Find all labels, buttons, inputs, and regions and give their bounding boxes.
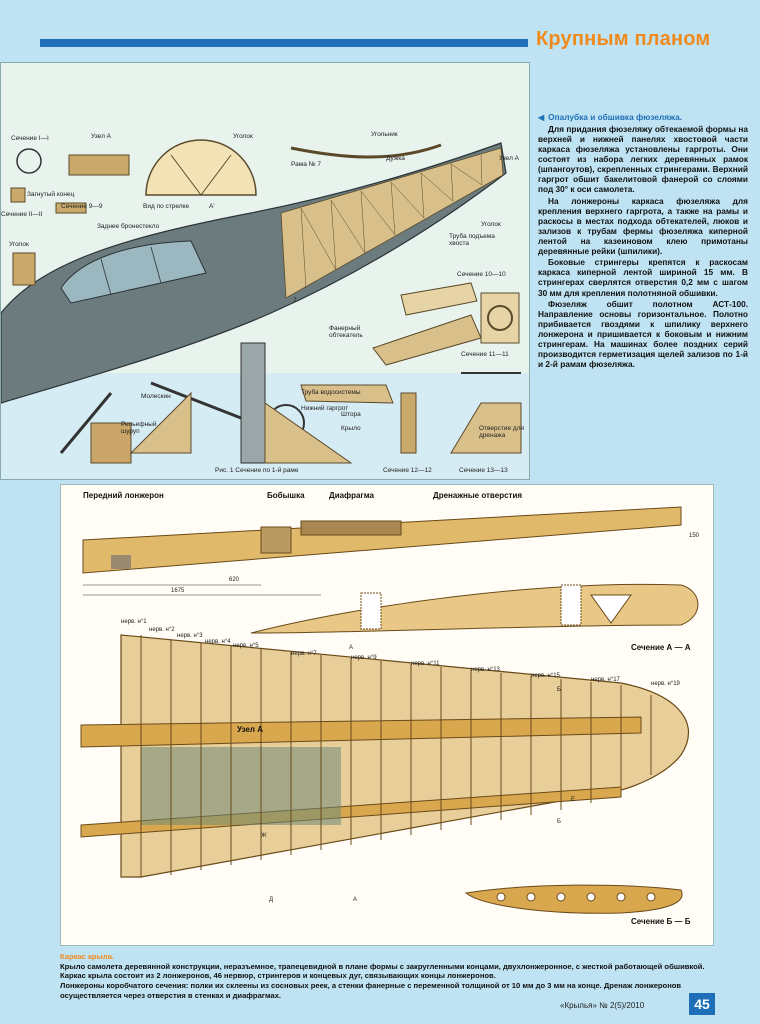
triangle-bullet-icon: ◀	[538, 113, 545, 122]
label-node-a1: Узел А	[91, 133, 112, 140]
label-section-bb: Сечение Б — Б	[631, 917, 691, 926]
letter-d: Д	[269, 897, 274, 903]
section-title-line: ◀Опалубка и обшивка фюзеляжа.	[538, 112, 748, 123]
label-plywood: Фанерный обтекатель	[329, 325, 363, 339]
label-section-9: Сечение 9—9	[61, 203, 103, 210]
paragraph-1: Для придания фюзеляжу обтекаемой формы н…	[538, 123, 748, 195]
label-ugolok-2: Уголок	[9, 241, 29, 248]
wing-caption: Каркас крыла. Крыло самолета деревянной …	[60, 952, 720, 1001]
label-ugolnik: Угольник	[371, 131, 398, 138]
rib-label: нерв. н°1	[121, 619, 147, 625]
rib-label: нерв. н°11	[411, 661, 440, 667]
caption-paragraph-1: Крыло самолета деревянной конструкции, н…	[60, 961, 705, 981]
fuselage-text-column: ◀Опалубка и обшивка фюзеляжа. Для придан…	[538, 112, 748, 370]
label-section-10: Сечение 10—10	[457, 271, 506, 278]
label-water-pipe: Труба водосистемы	[301, 389, 361, 396]
label-ugolok-3: Уголок	[481, 221, 501, 228]
letter-a-bottom: А	[353, 897, 358, 903]
label-rear-glass: Заднее бронестекло	[97, 223, 160, 230]
fuselage-drawing	[1, 139, 529, 479]
label-num-7: 7	[293, 297, 297, 304]
rib-label: нерв. н°4	[205, 639, 231, 645]
label-molesk: Молескин	[141, 393, 171, 400]
label-front-spar: Передний лонжерон	[83, 491, 164, 500]
label-drain-hole: Отверстие для дренажа	[479, 425, 525, 439]
label-rama-7: Рама № 7	[291, 161, 322, 168]
label-shtora: Штора	[341, 411, 361, 418]
label-section-aa: Сечение А — А	[631, 643, 691, 652]
label-krylo: Крыло	[341, 425, 361, 432]
caption-title: Каркас крыла.	[60, 952, 115, 961]
page-number: 45	[689, 993, 715, 1015]
letter-a-top: А	[349, 645, 354, 651]
paragraph-4: Фюзеляж обшит полотном АСТ-100. Направле…	[538, 298, 748, 370]
rib-label: нерв. н°13	[471, 667, 500, 673]
rib-label: нерв. н°15	[531, 673, 560, 679]
label-dujka: Дужка	[386, 155, 405, 162]
dim-150: 150	[689, 533, 700, 539]
label-drain-holes: Дренажные отверстия	[433, 491, 523, 500]
dim-620: 620	[229, 577, 240, 583]
letter-zh: Ж	[261, 833, 267, 839]
wing-frame-figure: Передний лонжерон Бобышка Диафрагма Дрен…	[60, 484, 714, 946]
label-bent-end: Загнутый конец	[27, 191, 75, 198]
label-boss: Бобышка	[267, 491, 305, 500]
label-relief-screw: Рельефный шуруп	[121, 421, 157, 435]
label-node-a: Узел А	[237, 725, 263, 734]
letter-b-top: Б	[557, 687, 561, 693]
label-section-13: Сечение 13—13	[459, 467, 508, 474]
label-tail-pipe: Труба подъема хвоста	[449, 233, 495, 247]
letter-b-bottom: Б	[557, 819, 561, 825]
rib-label: нерв. н°5	[233, 643, 259, 649]
label-a-prime: А'	[209, 203, 215, 210]
rib-label: нерв. н°9	[351, 655, 377, 661]
rib-label: нерв. н°7	[291, 651, 317, 657]
letter-e: Е	[571, 797, 576, 803]
dim-1675: 1675	[171, 588, 185, 594]
label-ugolok-1: Уголок	[233, 133, 253, 140]
fuselage-figure: Сечение I—I Узел А Уголок Рама № 7 Уголь…	[0, 62, 530, 480]
label-diaphragm: Диафрагма	[329, 491, 374, 500]
caption-paragraph-2: Лонжероны коробчатого сечения: полки их …	[60, 981, 682, 1000]
rib-label: нерв. н°17	[591, 677, 620, 683]
label-section-12: Сечение 12—12	[383, 467, 432, 474]
label-node-a2: Узел А	[499, 155, 520, 162]
rib-label: нерв. н°19	[651, 681, 680, 687]
label-lower-gargrot: Нижний гаргрот	[301, 405, 349, 412]
wing-drawing	[80, 506, 699, 914]
paragraph-3: Боковые стрингеры крепятся к раскосам ка…	[538, 257, 748, 298]
header-bar	[40, 39, 528, 47]
section-header-title: Крупным планом	[536, 28, 711, 50]
issue-info: «Крылья» № 2(5)/2010	[560, 1001, 645, 1010]
label-arrow-view: Вид по стрелке	[143, 203, 190, 210]
paragraph-2: На лонжероны каркаса фюзеляжа для крепле…	[538, 195, 748, 257]
rib-label: нерв. н°2	[149, 627, 175, 633]
label-section-11: Сечение 11—11	[461, 351, 509, 358]
rib-label: нерв. н°3	[177, 633, 203, 639]
label-section-2: Сечение II—II	[1, 211, 43, 218]
section-title: Опалубка и обшивка фюзеляжа.	[548, 112, 682, 122]
label-section-1: Сечение I—I	[11, 135, 49, 142]
figure1-caption: Рис. 1 Сечение по 1-й раме	[215, 467, 299, 474]
